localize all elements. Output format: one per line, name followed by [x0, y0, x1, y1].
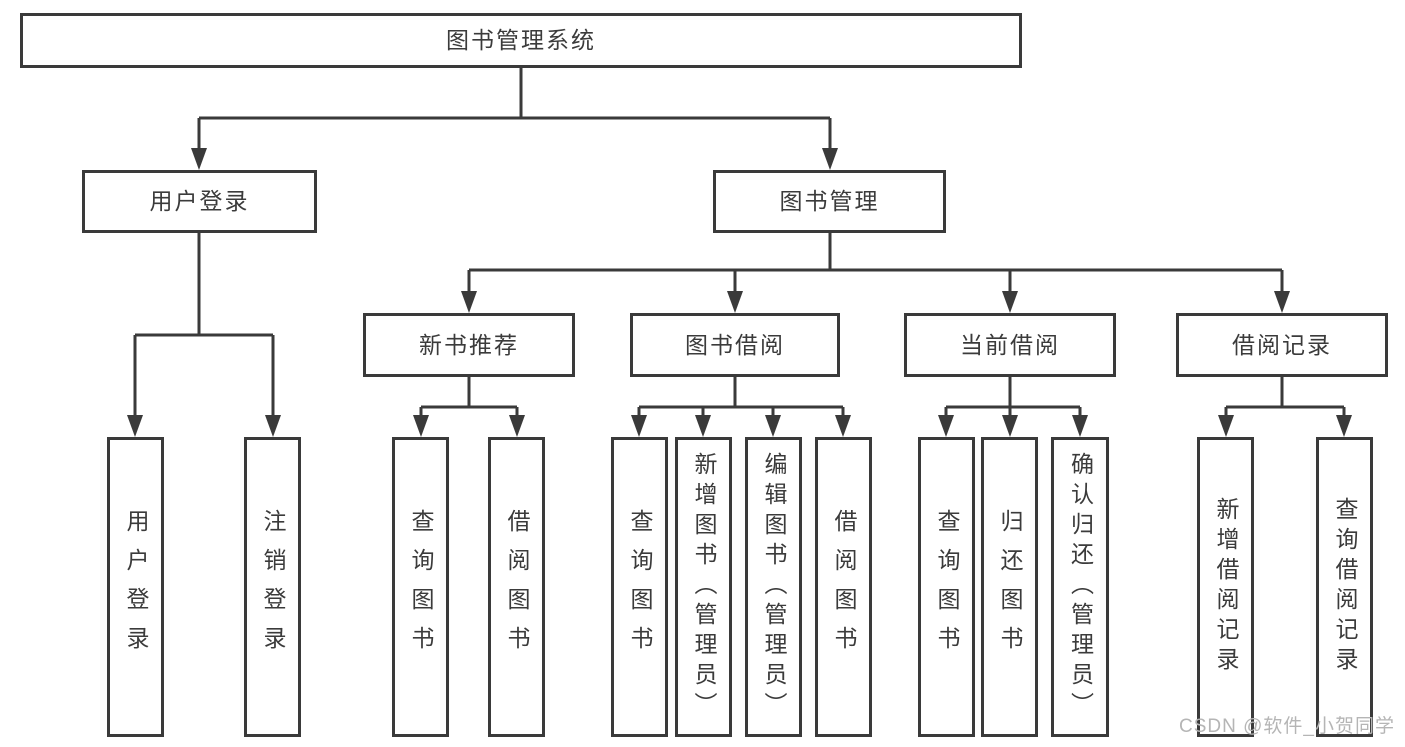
arrowhead-icons [127, 148, 1352, 437]
leaf-return-book: 归还图书 [981, 437, 1038, 737]
leaf-borrow-books-recommend: 借阅图书 [488, 437, 545, 737]
leaf-logout: 注销登录 [244, 437, 301, 737]
leaf-label: 用户登录 [123, 509, 149, 665]
leaf-add-borrow-record: 新增借阅记录 [1197, 437, 1254, 737]
leaf-label: 新增借阅记录 [1213, 497, 1239, 677]
node-book-borrowing: 图书借阅 [630, 313, 840, 377]
leaf-label: 归还图书 [997, 509, 1023, 665]
node-label: 图书管理系统 [446, 27, 596, 53]
node-new-book-recommend: 新书推荐 [363, 313, 575, 377]
leaf-query-books-recommend: 查询图书 [392, 437, 449, 737]
leaf-edit-book-admin: 编辑图书（管理员） [745, 437, 802, 737]
leaf-label: 借阅图书 [504, 509, 530, 665]
leaf-user-login: 用户登录 [107, 437, 164, 737]
leaf-add-book-admin: 新增图书（管理员） [675, 437, 732, 737]
node-label: 图书管理 [779, 188, 880, 214]
leaf-label: 编辑图书（管理员） [761, 452, 787, 722]
leaf-label: 借阅图书 [831, 509, 857, 665]
leaf-query-books-current: 查询图书 [918, 437, 975, 737]
node-label: 借阅记录 [1232, 331, 1332, 358]
csdn-watermark: CSDN @软件_小贺同学 [1179, 716, 1395, 737]
leaf-label: 查询借阅记录 [1332, 497, 1358, 677]
node-user-login: 用户登录 [82, 170, 317, 233]
leaf-query-borrow-record: 查询借阅记录 [1316, 437, 1373, 737]
leaf-label: 新增图书（管理员） [691, 452, 717, 722]
node-current-borrowing: 当前借阅 [904, 313, 1116, 377]
leaf-label: 查询图书 [627, 509, 653, 665]
node-label: 当前借阅 [960, 331, 1060, 358]
node-label: 用户登录 [149, 188, 250, 214]
node-root-system: 图书管理系统 [20, 13, 1022, 68]
leaf-label: 查询图书 [408, 509, 434, 665]
leaf-label: 注销登录 [260, 509, 286, 665]
leaf-label: 确认归还（管理员） [1067, 452, 1094, 722]
leaf-confirm-return-admin: 确认归还（管理员） [1051, 437, 1109, 737]
leaf-query-books-borrowing: 查询图书 [611, 437, 668, 737]
node-label: 新书推荐 [419, 331, 519, 358]
node-label: 图书借阅 [685, 331, 785, 358]
leaf-label: 查询图书 [934, 509, 960, 665]
node-book-management: 图书管理 [713, 170, 946, 233]
node-borrowing-records: 借阅记录 [1176, 313, 1388, 377]
leaf-borrow-books-borrowing: 借阅图书 [815, 437, 872, 737]
